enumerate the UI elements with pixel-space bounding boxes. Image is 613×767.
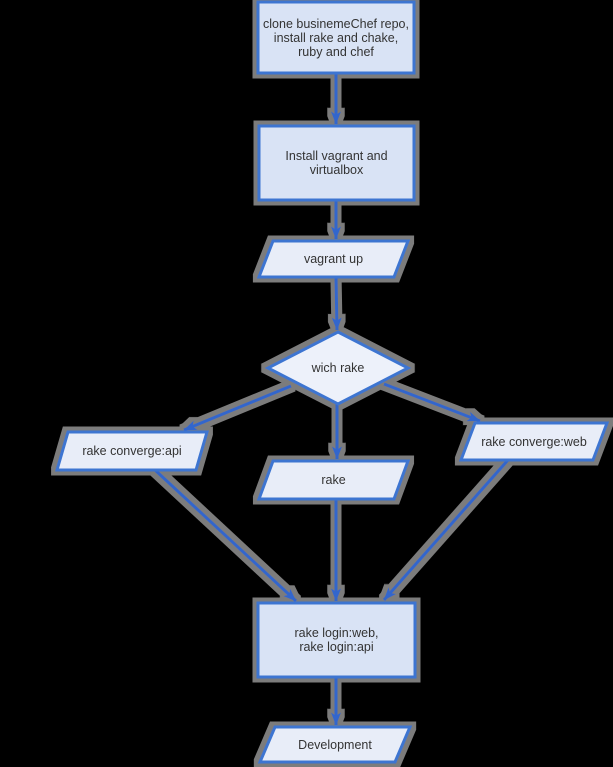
node-shape-which-rake (264, 330, 412, 406)
node-shape-rake (256, 459, 411, 501)
edge-which-rake-to-converge-api (183, 384, 292, 432)
node-shape-vagrant-up (256, 239, 411, 279)
edge-converge-web-to-login (382, 459, 510, 601)
node-shape-login (256, 601, 417, 679)
node-shape-clone-repo (256, 0, 416, 75)
edge-converge-api-to-login (153, 468, 298, 603)
node-shape-converge-api (55, 430, 209, 472)
edge-vagrant-up-to-which-rake (331, 276, 342, 331)
node-shape-development (257, 725, 413, 764)
edge-which-rake-to-converge-web (383, 382, 481, 423)
node-shape-install-tools (257, 124, 416, 202)
node-shape-converge-web (458, 421, 610, 462)
